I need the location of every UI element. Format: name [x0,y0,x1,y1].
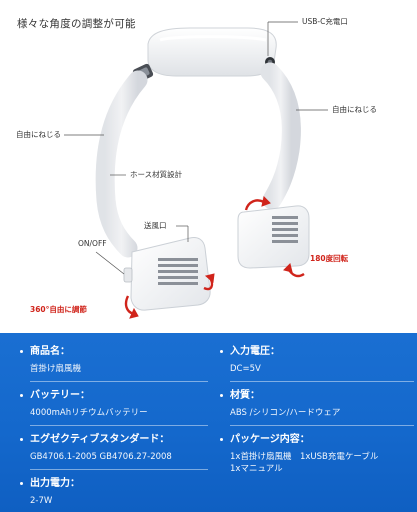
headline: 様々な角度の調整が可能 [17,18,136,30]
spec-divider [230,425,414,426]
callout-air-outlet: 送風口 [144,221,167,230]
right-fan-head [237,205,310,269]
spec-energy-standard: エグゼクティブスタンダード： GB4706.1-2005 GB4706.27-2… [18,433,208,463]
spec-value: GB4706.1-2005 GB4706.27-2008 [30,452,172,462]
spec-title: 入力電圧： [218,345,414,358]
spec-title: エグゼクティブスタンダード： [18,433,208,446]
spec-value: 1x首掛け扇風機 1xUSB充電ケーブル 1xマニュアル [230,452,379,474]
callout-usb-port: USB-C充電口 [302,17,348,26]
callout-free-bend-left: 自由にねじる [16,130,61,139]
spec-product-name: 商品名： 首掛け扇風機 [18,345,208,375]
callout-lines [64,21,328,275]
spec-divider [230,381,414,382]
left-fan-grille [158,258,198,285]
spec-panel: 商品名： 首掛け扇風機 バッテリー： 4000mAhリチウムバッテリー エグゼク… [0,333,417,512]
spec-title: 出力電力： [18,477,208,490]
spec-title: バッテリー： [18,389,208,402]
spec-value: ABS /シリコン/ハードウェア [230,408,341,418]
spec-battery: バッテリー： 4000mAhリチウムバッテリー [18,389,208,419]
spec-title: 商品名： [18,345,208,358]
left-hose [95,70,148,258]
spec-column-right: 入力電圧： DC=5V 材質： ABS /シリコン/ハードウェア パッケージ内容… [218,345,414,481]
spec-value: 首掛け扇風機 [30,364,82,374]
spec-value: DC=5V [230,364,261,374]
right-fan-grille [272,216,298,243]
spec-divider [30,425,208,426]
callout-rotate-180: 180度回転 [310,254,349,263]
callout-hose-material: ホース材質設計 [130,170,183,179]
callout-rotate-360: 360°自由に調節 [30,305,87,314]
callout-free-bend-right: 自由にねじる [332,105,377,114]
spec-value: 2-7W [30,496,53,506]
spec-package: パッケージ内容： 1x首掛け扇風機 1xUSB充電ケーブル 1xマニュアル [218,433,414,475]
spec-title: パッケージ内容： [218,433,414,446]
power-button [123,267,133,283]
neck-fan-illustration [64,21,328,319]
spec-output-power: 出力電力： 2-7W [18,477,208,507]
spec-divider [30,469,208,470]
rotation-arrows [124,196,305,319]
spec-divider [30,381,208,382]
spec-value: 4000mAhリチウムバッテリー [30,408,148,418]
right-hose [260,62,301,210]
callout-on-off: ON/OFF [78,239,107,248]
spec-title: 材質： [218,389,414,402]
product-showcase: 様々な角度の調整が可能 USB-C充電口 自由にねじる 自由にねじる ホース材質… [16,17,377,319]
left-fan-head [123,237,211,311]
spec-column-left: 商品名： 首掛け扇風機 バッテリー： 4000mAhリチウムバッテリー エグゼク… [18,345,208,512]
spec-input-voltage: 入力電圧： DC=5V [218,345,414,375]
spec-material: 材質： ABS /シリコン/ハードウェア [218,389,414,419]
